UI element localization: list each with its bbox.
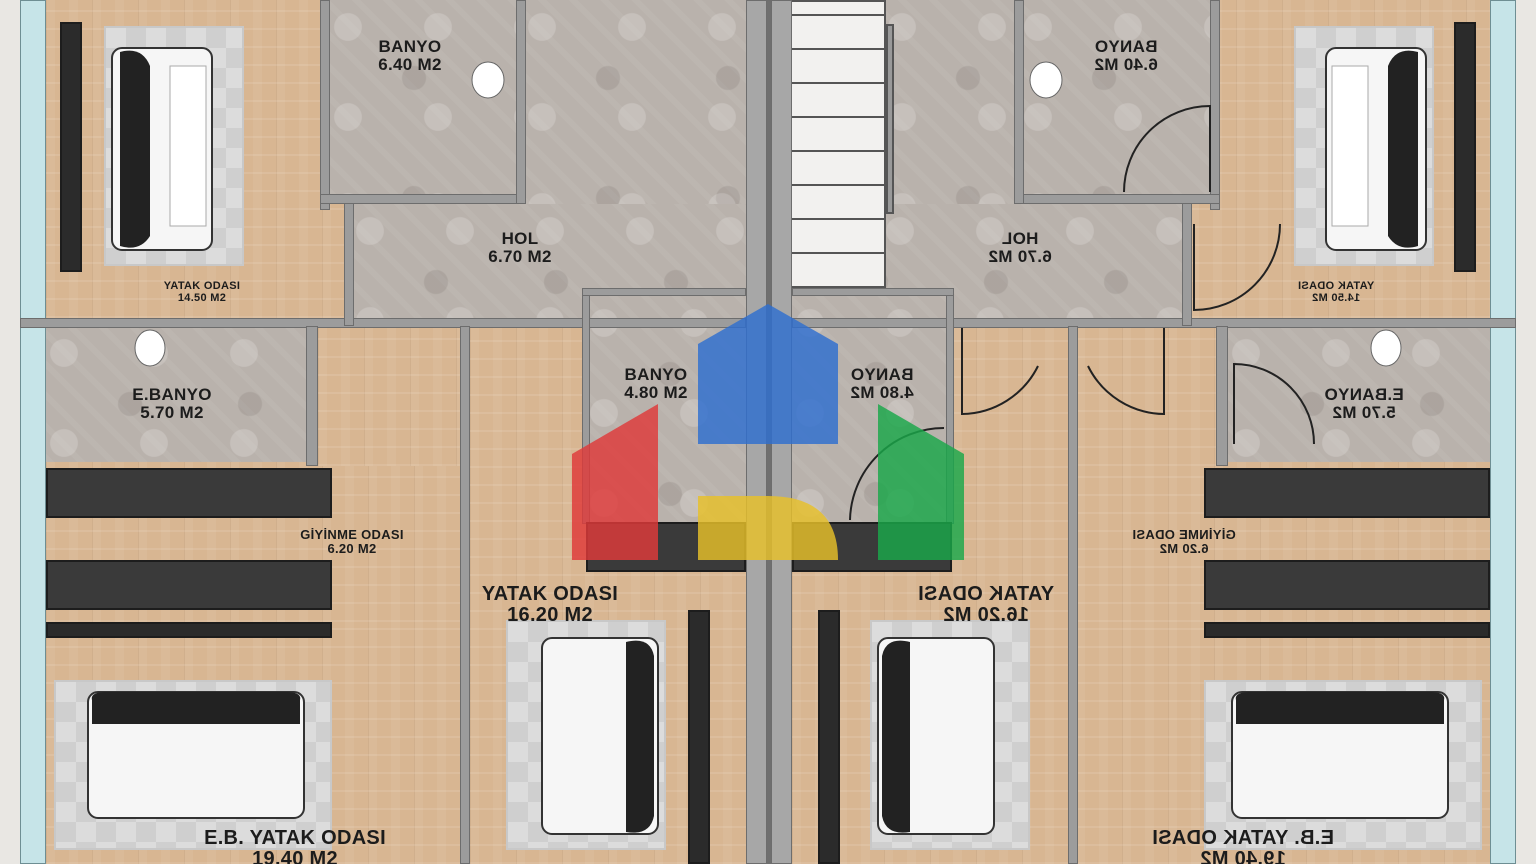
room-area: 14.50 M2 [177,291,227,304]
logo-blue-shape [698,304,838,444]
wall-banyo-tr-left [1014,0,1024,204]
wall-e-banyo-l-right [306,326,318,466]
bed-icon [1325,47,1427,251]
closet-left-lower [46,560,332,610]
label-e-banyo-right: E.BANYO 5.70 M2 [1304,385,1424,422]
logo-red-shape [572,404,658,560]
room-e-banyo-left [46,326,308,462]
wardrobe-top-left [60,22,82,272]
door-swing-icon [1123,104,1211,193]
room-area: 19.40 M2 [252,848,338,864]
label-hol-left: HOL 6.70 M2 [460,230,580,266]
room-name: YATAK ODASI [917,583,1055,605]
room-name: E.B. YATAK ODASI [204,827,386,849]
door-swing-icon [1193,223,1281,312]
bed-icon [111,47,213,251]
room-name: HOL [1001,229,1039,248]
bed-icon [877,637,995,835]
label-banyo-top-right: BANYO 6.40 M2 [1066,37,1186,74]
label-yatak-center-left: YATAK ODASI 16.20 M2 [460,584,640,626]
room-name: YATAK ODASI [1297,280,1375,292]
wall-v-left-320 [320,0,330,210]
logo-yellow-shape [698,496,838,560]
room-name: E.BANYO [132,385,212,404]
bed-icon [541,637,659,835]
room-area: 5.70 M2 [1332,402,1396,422]
room-area: 19.40 M2 [1200,848,1286,864]
staircase-inner [886,24,894,214]
toilet-icon [1370,329,1402,367]
room-name: YATAK ODASI [163,280,241,292]
room-giyinme-strip-right [1076,326,1218,466]
room-name: BANYO [378,37,442,56]
label-giyinme-right: GİYİNME ODASI 6.20 M2 [1104,527,1264,556]
wardrobe-top-right [1454,22,1476,272]
logo-green-shape [878,404,964,560]
label-yatak-top-right: YATAK ODASI 14.50 M2 [1274,280,1398,304]
wall-e-banyo-r-left [1216,326,1228,466]
toilet-icon [471,61,505,99]
room-name: E.BANYO [1324,385,1404,404]
label-eb-yatak-right: E.B. YATAK ODASI 19.40 M2 [1138,827,1348,864]
label-yatak-top-left: YATAK ODASI 14.50 M2 [140,280,264,304]
label-yatak-center-right: YATAK ODASI 16.20 M2 [896,583,1076,626]
room-area: 4.80 M2 [624,382,688,402]
staircase [788,0,886,290]
wall-banyo-cl-top [582,288,746,296]
bed-icon [87,691,305,819]
label-giyinme-left: GİYİNME ODASI 6.20 M2 [272,528,432,555]
room-area: 14.50 M2 [1311,291,1361,304]
label-banyo-top-left: BANYO 6.40 M2 [350,38,470,74]
room-area: 16.20 M2 [507,604,593,626]
label-e-banyo-left: E.BANYO 5.70 M2 [112,386,232,422]
wardrobe-bottom-left [46,622,332,638]
label-eb-yatak-left: E.B. YATAK ODASI 19.40 M2 [190,828,400,864]
room-name: BANYO [1094,37,1158,56]
wardrobe-center-right [818,610,840,864]
house-logo-icon [572,304,964,560]
bed-icon [1231,691,1449,819]
door-swing-icon [961,328,1039,416]
room-area: 6.40 M2 [1094,54,1158,74]
wall-banyo-tl-bottom [320,194,526,204]
room-area: 6.40 M2 [378,54,442,74]
room-name: HOL [501,229,539,248]
label-banyo-center-left: BANYO 4.80 M2 [596,366,716,402]
room-corridor-left [524,0,746,204]
label-hol-right: HOL 6.70 M2 [960,229,1080,266]
room-e-banyo-right [1228,326,1490,462]
toilet-icon [134,329,166,367]
room-area: 5.70 M2 [140,402,204,422]
room-area: 6.20 M2 [1159,540,1209,556]
room-name: BANYO [624,365,688,384]
room-name: GİYİNME ODASI [300,527,404,542]
room-corridor-right [884,0,1020,204]
closet-left-upper [46,468,332,518]
wall-banyo-tr-bottom [1014,194,1220,204]
room-name: GİYİNME ODASI [1132,527,1236,542]
wall-banyo-cr-top [792,288,954,296]
wardrobe-center-left [688,610,710,864]
room-name: YATAK ODASI [481,583,619,605]
wall-v-right-1186 [1182,196,1192,326]
room-name: E.B. YATAK ODASI [1152,827,1334,849]
door-swing-icon [1087,328,1165,416]
toilet-icon [1029,61,1063,99]
wall-banyo-tl-right [516,0,526,204]
wardrobe-bottom-right [1204,622,1490,638]
room-area: 16.20 M2 [943,604,1029,626]
room-banyo-top-right [1020,0,1214,196]
closet-right-upper [1204,468,1490,518]
wall-v-left-346 [344,196,354,326]
room-area: 6.70 M2 [488,246,552,266]
room-giyinme-strip-left [318,326,460,466]
closet-right-lower [1204,560,1490,610]
room-area: 6.20 M2 [327,540,377,556]
room-area: 6.70 M2 [988,246,1052,266]
door-swing-icon [1233,362,1315,445]
window-right [1490,0,1516,864]
window-left [20,0,46,864]
